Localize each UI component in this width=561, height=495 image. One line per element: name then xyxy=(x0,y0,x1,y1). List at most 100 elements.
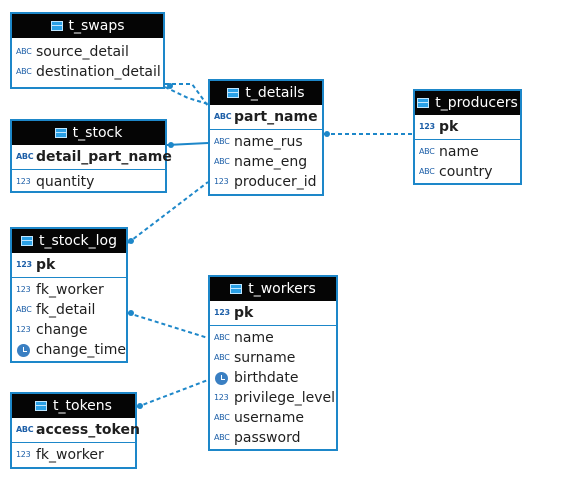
column-name: destination_detail xyxy=(36,64,161,80)
table-title: t_workers xyxy=(248,281,316,297)
table-title: t_details xyxy=(245,85,305,101)
column-name: fk_worker xyxy=(36,447,104,463)
link-stocklog-details xyxy=(127,181,209,244)
link-end-dot xyxy=(137,403,143,409)
column-row[interactable]: change_time xyxy=(12,340,126,360)
table-icon xyxy=(227,88,240,98)
column-name: privilege_level xyxy=(234,390,336,406)
text-type-icon: ABC xyxy=(214,157,230,166)
text-type-icon: ABC xyxy=(214,353,230,362)
key-column-row[interactable]: 123 pk xyxy=(210,303,336,323)
table-header: t_stock_log xyxy=(12,229,126,253)
column-row[interactable]: ABC name_eng xyxy=(210,152,322,172)
key-number-type-icon: 123 xyxy=(419,122,435,131)
table-title: t_stock_log xyxy=(39,233,117,249)
column-row[interactable]: 123 quantity xyxy=(12,172,165,192)
column-row[interactable]: ABC destination_detail xyxy=(12,62,163,82)
column-name: country xyxy=(439,164,493,180)
table-t-details[interactable]: t_details ABC part_name ABC name_rus ABC… xyxy=(208,79,324,196)
table-header: t_swaps xyxy=(12,14,163,38)
table-t-tokens[interactable]: t_tokens ABC access_token 123 fk_worker xyxy=(10,392,140,469)
text-type-icon: ABC xyxy=(16,67,32,76)
column-row[interactable]: ABC name_rus xyxy=(210,132,322,152)
number-type-icon: 123 xyxy=(16,285,31,294)
key-column-row[interactable]: 123 pk xyxy=(415,117,520,137)
link-end-dot xyxy=(168,142,174,148)
column-row[interactable]: ABC password xyxy=(210,428,336,448)
column-name: fk_worker xyxy=(36,282,104,298)
link-end-dot xyxy=(167,83,173,89)
link-swaps-details-a xyxy=(165,83,209,107)
column-row[interactable]: ABC country xyxy=(415,162,520,182)
table-icon xyxy=(50,21,63,31)
table-t-stock[interactable]: t_stock ABC detail_part_name 123 quantit… xyxy=(10,119,172,193)
table-title: t_swaps xyxy=(68,18,125,34)
number-type-icon: 123 xyxy=(16,177,31,186)
number-type-icon: 123 xyxy=(16,325,31,334)
table-icon xyxy=(417,98,430,108)
link-end-dot xyxy=(324,131,330,137)
column-row[interactable]: 123 producer_id xyxy=(210,172,322,192)
clock-icon xyxy=(215,371,228,385)
table-title: t_stock xyxy=(72,125,123,141)
column-name: pk xyxy=(439,119,459,135)
column-row[interactable]: 123 privilege_level xyxy=(210,388,336,408)
column-name: pk xyxy=(36,257,56,273)
key-text-type-icon: ABC xyxy=(16,425,34,434)
table-header: t_details xyxy=(210,81,322,105)
number-type-icon: 123 xyxy=(214,393,229,402)
clock-icon xyxy=(17,343,30,357)
table-icon xyxy=(54,128,67,138)
link-stocklog-workers xyxy=(127,312,209,339)
table-icon xyxy=(230,284,243,294)
table-header: t_stock xyxy=(12,121,165,145)
column-row[interactable]: 123 change xyxy=(12,320,126,340)
table-t-producers[interactable]: t_producers 123 pk ABC name ABC country xyxy=(413,89,522,185)
table-t-workers[interactable]: t_workers 123 pk ABC name ABC surname bi… xyxy=(208,275,338,451)
table-t-swaps[interactable]: t_swaps ABC source_detail ABC destinatio… xyxy=(10,12,165,89)
column-name: part_name xyxy=(234,109,318,125)
text-type-icon: ABC xyxy=(214,413,230,422)
key-column-row[interactable]: 123 pk xyxy=(12,255,126,275)
key-column-row[interactable]: ABC detail_part_name xyxy=(12,147,172,167)
column-row[interactable]: ABC username xyxy=(210,408,336,428)
table-title: t_tokens xyxy=(53,398,112,414)
column-row[interactable]: ABC name xyxy=(415,142,520,162)
key-column-row[interactable]: ABC part_name xyxy=(210,107,322,127)
text-type-icon: ABC xyxy=(16,47,32,56)
column-name: quantity xyxy=(36,174,95,190)
column-row[interactable]: 123 fk_worker xyxy=(12,445,135,465)
column-row[interactable]: ABC fk_detail xyxy=(12,300,126,320)
column-name: name_rus xyxy=(234,134,303,150)
key-text-type-icon: ABC xyxy=(214,112,232,121)
column-row[interactable]: ABC source_detail xyxy=(12,42,163,62)
table-header: t_workers xyxy=(210,277,336,301)
column-row[interactable]: ABC surname xyxy=(210,348,336,368)
column-name: name xyxy=(234,330,274,346)
text-type-icon: ABC xyxy=(419,167,435,176)
column-name: detail_part_name xyxy=(36,149,172,165)
link-tokens-workers xyxy=(136,379,209,408)
column-name: access_token xyxy=(36,422,140,438)
table-header: t_tokens xyxy=(12,394,135,418)
key-text-type-icon: ABC xyxy=(16,152,34,161)
column-name: producer_id xyxy=(234,174,317,190)
column-row[interactable]: 123 fk_worker xyxy=(12,280,126,300)
table-icon xyxy=(21,236,33,246)
text-type-icon: ABC xyxy=(419,147,435,156)
key-number-type-icon: 123 xyxy=(16,260,32,269)
column-name: change xyxy=(36,322,88,338)
column-name: username xyxy=(234,410,304,426)
key-column-row[interactable]: ABC access_token xyxy=(12,420,140,440)
key-number-type-icon: 123 xyxy=(214,308,230,317)
column-row[interactable]: birthdate xyxy=(210,368,336,388)
column-name: password xyxy=(234,430,301,446)
table-t-stock-log[interactable]: t_stock_log 123 pk 123 fk_worker ABC fk_… xyxy=(10,227,128,363)
column-row[interactable]: ABC name xyxy=(210,328,336,348)
link-end-dot xyxy=(128,238,134,244)
column-name: fk_detail xyxy=(36,302,96,318)
text-type-icon: ABC xyxy=(214,333,230,342)
text-type-icon: ABC xyxy=(214,433,230,442)
column-name: surname xyxy=(234,350,296,366)
